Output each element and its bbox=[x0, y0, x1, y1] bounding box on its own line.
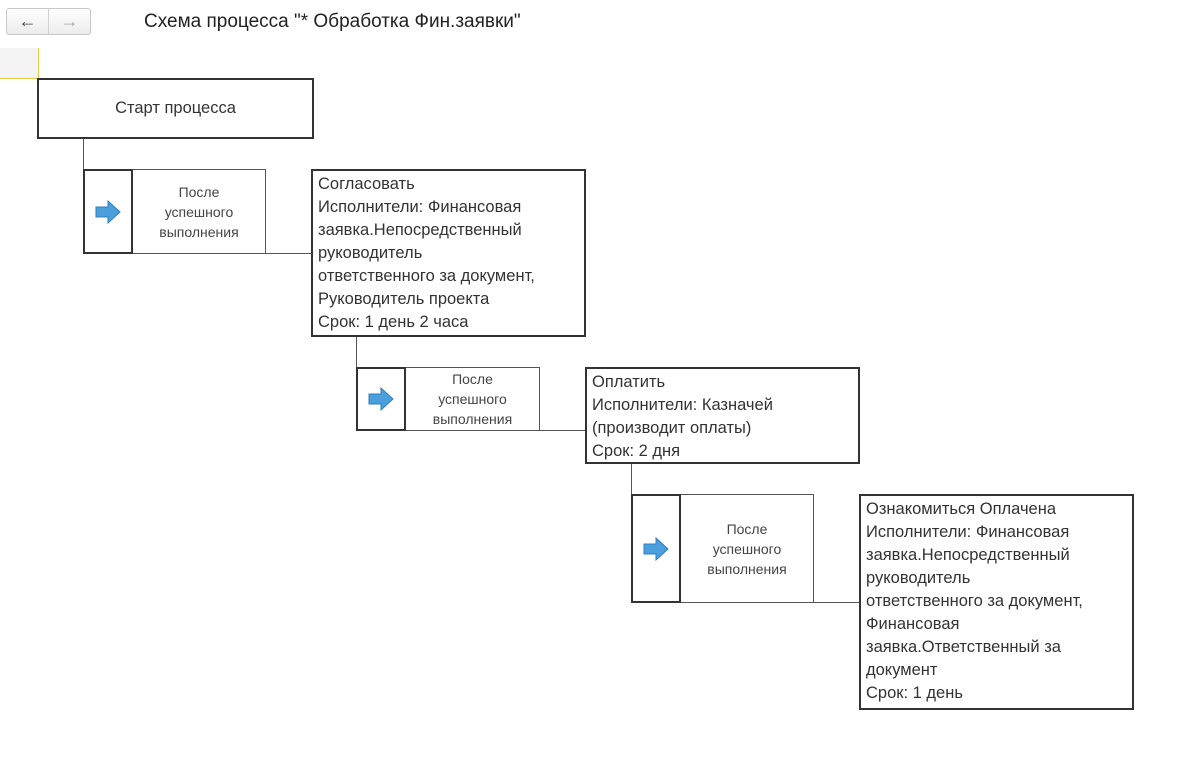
arrow-right-icon bbox=[83, 169, 133, 254]
connector bbox=[813, 602, 859, 603]
forward-button[interactable]: → bbox=[60, 11, 79, 31]
connector bbox=[356, 336, 357, 368]
condition-label: После успешного выполнения bbox=[159, 183, 239, 240]
condition-node[interactable]: После успешного выполнения bbox=[83, 169, 266, 254]
page-title: Схема процесса "* Обработка Фин.заявки" bbox=[144, 11, 521, 32]
start-process-node[interactable]: Старт процесса bbox=[37, 78, 314, 139]
task-node-acknowledge[interactable]: Ознакомиться Оплачена Исполнители: Финан… bbox=[859, 494, 1134, 710]
connector bbox=[539, 430, 585, 431]
condition-node[interactable]: После успешного выполнения bbox=[356, 367, 540, 431]
connector bbox=[265, 253, 311, 254]
navigation-buttons: ← → bbox=[6, 8, 91, 35]
task-node-pay[interactable]: Оплатить Исполнители: Казначей (производ… bbox=[585, 367, 860, 464]
condition-node[interactable]: После успешного выполнения bbox=[631, 494, 814, 603]
canvas-corner bbox=[0, 48, 39, 79]
task-node-approve[interactable]: Согласовать Исполнители: Финансовая заяв… bbox=[311, 169, 586, 337]
arrow-right-icon bbox=[356, 367, 406, 431]
connector bbox=[83, 139, 84, 170]
condition-label: После успешного выполнения bbox=[707, 520, 787, 577]
connector bbox=[631, 463, 632, 495]
condition-label: После успешного выполнения bbox=[432, 371, 513, 427]
arrow-right-icon bbox=[631, 494, 681, 603]
back-button[interactable]: ← bbox=[7, 9, 49, 34]
